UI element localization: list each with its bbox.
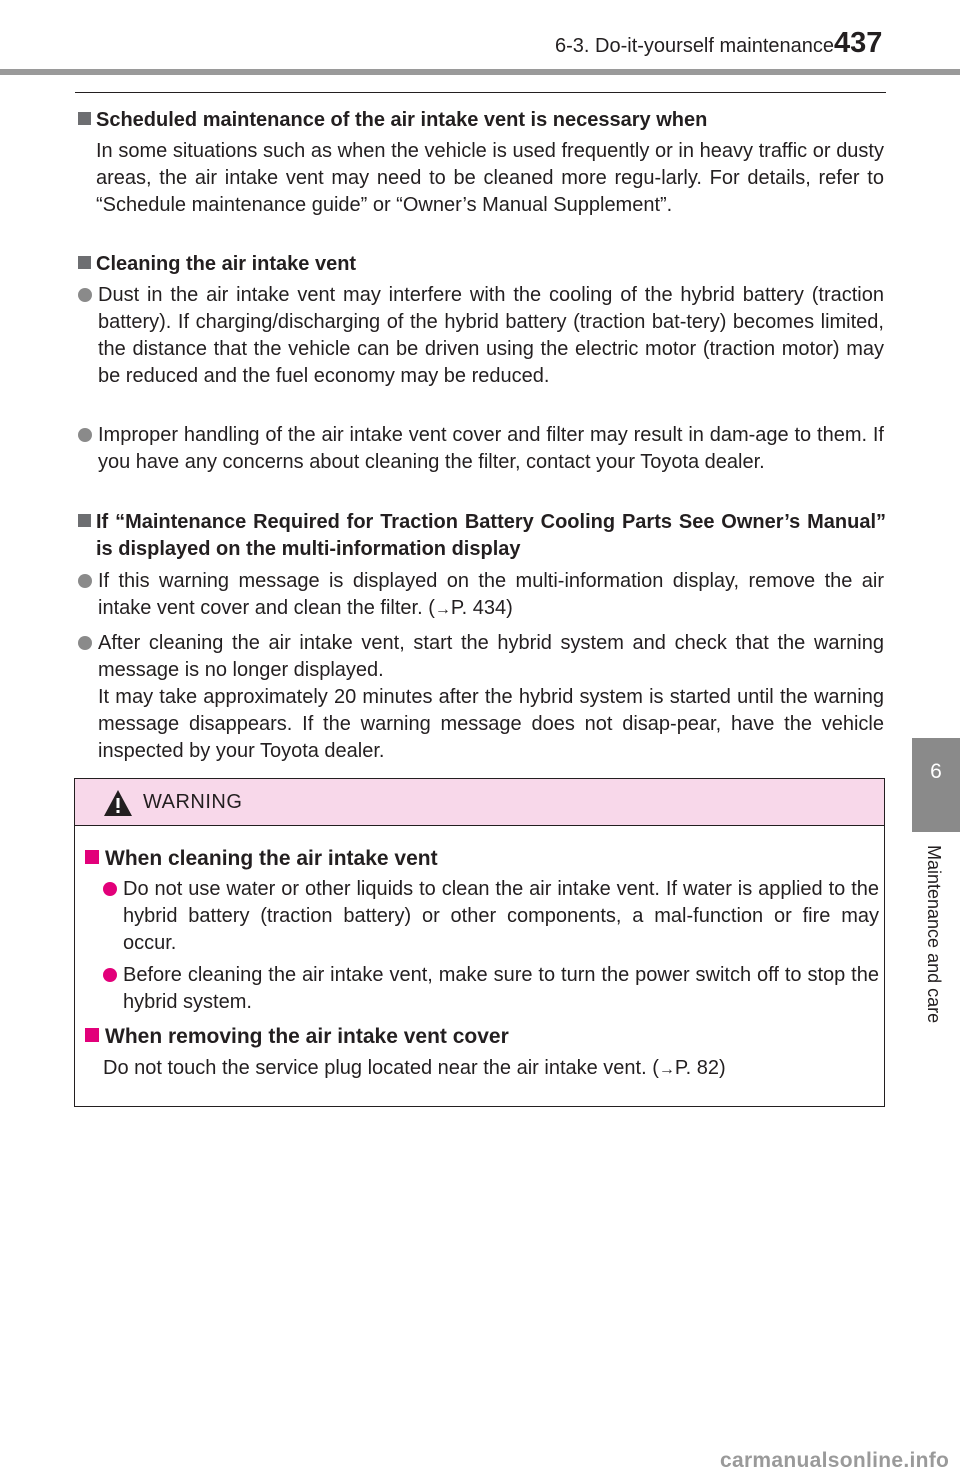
section-heading-scheduled: Scheduled maintenance of the air intake … bbox=[78, 107, 886, 134]
warning-box: WARNING When cleaning the air intake ven… bbox=[74, 778, 885, 1107]
list-item: Dust in the air intake vent may interfer… bbox=[78, 282, 884, 390]
warning-triangle-icon bbox=[104, 790, 132, 816]
warning-header: WARNING bbox=[75, 779, 884, 826]
section-text-scheduled: In some situations such as when the vehi… bbox=[96, 140, 884, 216]
section-heading-cleaning: Cleaning the air intake vent bbox=[78, 251, 886, 278]
warning-label: WARNING bbox=[143, 791, 243, 813]
square-bullet-icon bbox=[85, 850, 99, 864]
arrow-right-icon: → bbox=[658, 1061, 675, 1078]
round-bullet-icon bbox=[78, 428, 92, 442]
round-bullet-icon bbox=[78, 574, 92, 588]
warning-text-cover: Do not touch the service plug located ne… bbox=[103, 1057, 726, 1079]
round-bullet-icon bbox=[78, 636, 92, 650]
chapter-label: Maintenance and care bbox=[924, 845, 944, 1024]
warning-heading-cover: When removing the air intake vent cover bbox=[85, 1023, 875, 1051]
page-reference-link[interactable]: P. 82) bbox=[674, 1057, 726, 1079]
section-heading-message: If “Maintenance Required for Traction Ba… bbox=[78, 509, 886, 563]
header-rule bbox=[0, 69, 960, 75]
warning-heading-cleaning: When cleaning the air intake vent bbox=[85, 845, 875, 873]
site-watermark: carmanualsonline.info bbox=[720, 1449, 950, 1472]
section-title: 6-3. Do-it-yourself maintenance bbox=[555, 35, 835, 57]
list-item: If this warning message is displayed on … bbox=[78, 568, 884, 623]
chapter-tab[interactable]: 6 bbox=[912, 738, 960, 832]
warning-list-item: Do not use water or other liquids to cle… bbox=[103, 876, 879, 957]
list-item: After cleaning the air intake vent, star… bbox=[78, 630, 884, 765]
square-bullet-icon bbox=[78, 112, 91, 125]
round-bullet-icon bbox=[103, 882, 117, 896]
round-bullet-icon bbox=[103, 968, 117, 982]
chapter-number: 6 bbox=[930, 760, 942, 783]
page-number: 437 bbox=[834, 27, 883, 59]
square-bullet-icon bbox=[85, 1028, 99, 1042]
content-rule bbox=[75, 92, 886, 93]
list-item: Improper handling of the air intake vent… bbox=[78, 422, 884, 476]
arrow-right-icon: → bbox=[434, 601, 451, 618]
warning-list-item: Before cleaning the air intake vent, mak… bbox=[103, 962, 879, 1016]
square-bullet-icon bbox=[78, 514, 91, 527]
round-bullet-icon bbox=[78, 288, 92, 302]
page-reference-link[interactable]: P. 434) bbox=[450, 597, 513, 619]
square-bullet-icon bbox=[78, 256, 91, 269]
